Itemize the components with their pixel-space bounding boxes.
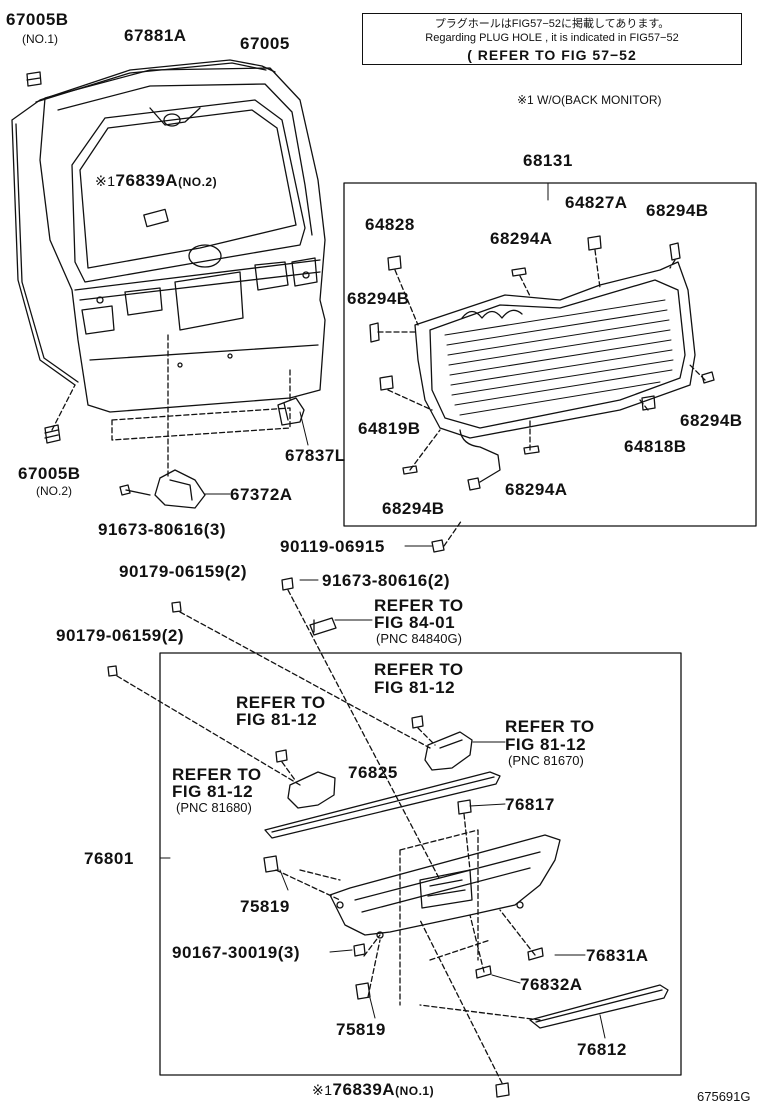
label-67837l: 67837L (285, 446, 346, 465)
fig-reference-note: プラグホールはFIG57−52に掲載してあります。 Regarding PLUG… (362, 13, 742, 65)
glass-clips (369, 235, 715, 491)
license-garnish (329, 834, 561, 939)
back-window-glass (414, 261, 696, 483)
label-76839a-no2-number: 76839A (115, 171, 179, 190)
label-90179-06159-b: 90179-06159(2) (56, 626, 184, 645)
label-68294a-bottom: 68294A (505, 480, 568, 499)
label-76832a: 76832A (520, 975, 583, 994)
label-refer-81-c-line2: FIG 81-12 (505, 735, 587, 754)
label-64818b: 64818B (624, 437, 687, 456)
label-76839a-no1-sub: (NO.1) (395, 1084, 435, 1098)
label-refer-81-d-line2: FIG 81-12 (172, 782, 254, 801)
label-90167-30019: 90167-30019(3) (172, 943, 300, 962)
label-refer-81-b-line2: FIG 81-12 (236, 710, 318, 729)
label-67005b-no2: 67005B (18, 464, 81, 483)
glass-group-box (343, 182, 757, 527)
lamp-left (287, 771, 336, 809)
label-90119-06915: 90119-06915 (280, 537, 385, 556)
label-67005: 67005 (240, 34, 290, 53)
note-ref: ( REFER TO FIG 57−52 (467, 46, 637, 63)
label-76839a-no2-mark: ※1 (95, 173, 116, 189)
label-75819-upper: 75819 (240, 897, 290, 916)
garnish-strip-76825 (264, 771, 501, 839)
glass-leaders (377, 249, 706, 471)
label-91673-80616-2: 91673-80616(2) (322, 571, 450, 590)
label-68294a-top: 68294A (490, 229, 553, 248)
label-refer-84-line3: (PNC 84840G) (376, 631, 462, 646)
label-68131: 68131 (523, 151, 573, 170)
lock-67372a (154, 469, 206, 509)
label-75819-lower: 75819 (336, 1020, 386, 1039)
label-67005b-no1: 67005B (6, 10, 69, 29)
label-76839a-no1: ※176839A(NO.1) (312, 1081, 434, 1098)
label-76839a-no2-sub: (NO.2) (178, 175, 218, 189)
label-90179-06159-a: 90179-06159(2) (119, 562, 247, 581)
label-67881a: 67881A (124, 26, 187, 45)
label-76825: 76825 (348, 763, 398, 782)
lower-moulding-76812 (529, 984, 669, 1029)
label-64828: 64828 (365, 215, 415, 234)
label-refer-81-c-line3: (PNC 81670) (508, 753, 584, 768)
label-76817: 76817 (505, 795, 555, 814)
label-64819b: 64819B (358, 419, 421, 438)
label-68294b-left: 68294B (347, 289, 410, 308)
label-refer-81-d-line1: REFER TO (172, 765, 262, 784)
label-76812: 76812 (577, 1040, 627, 1059)
label-67005b-no1-sub: (NO.1) (22, 32, 58, 46)
switch-84840g (309, 617, 337, 636)
label-refer-81-d-line3: (PNC 81680) (176, 800, 252, 815)
label-67005b-no2-sub: (NO.2) (36, 484, 72, 498)
label-refer-84-line2: FIG 84-01 (374, 613, 456, 632)
label-76839a-no1-number: 76839A (332, 1080, 396, 1099)
label-76831a: 76831A (586, 946, 649, 965)
back-door-panel (39, 67, 326, 413)
label-refer-81-a-line2: FIG 81-12 (374, 678, 456, 697)
label-68294b-bottom: 68294B (382, 499, 445, 518)
note-en: Regarding PLUG HOLE , it is indicated in… (425, 32, 679, 45)
label-64827a: 64827A (565, 193, 628, 212)
clip-67837l (277, 397, 305, 426)
label-76801: 76801 (84, 849, 134, 868)
note-jp: プラグホールはFIG57−52に掲載してあります。 (434, 18, 670, 30)
callout-leaders (159, 182, 606, 1039)
label-refer-81-b-line1: REFER TO (236, 693, 326, 712)
bolt-90119 (431, 539, 445, 553)
weatherstrip-67881a (11, 59, 276, 386)
label-76839a-no2: ※176839A(NO.2) (95, 172, 217, 189)
label-68294b-top-right: 68294B (646, 201, 709, 220)
label-refer-81-c-line1: REFER TO (505, 717, 595, 736)
label-76839a-no1-mark: ※1 (312, 1082, 333, 1098)
label-refer-84-line1: REFER TO (374, 596, 464, 615)
label-91673-80616-3: 91673-80616(3) (98, 520, 226, 539)
label-67372a: 67372A (230, 485, 293, 504)
garnish-group-box (159, 652, 682, 1076)
garnish-fasteners (107, 577, 544, 1098)
label-refer-81-a-line1: REFER TO (374, 660, 464, 679)
lamp-right (424, 731, 473, 771)
label-68294b-right: 68294B (680, 411, 743, 430)
garnish-leaders (116, 589, 541, 1084)
cushion-67005b-no1 (26, 71, 42, 87)
diagram-id: 675691G (697, 1089, 751, 1104)
footnote-back-monitor: ※1 W/O(BACK MONITOR) (517, 93, 662, 107)
